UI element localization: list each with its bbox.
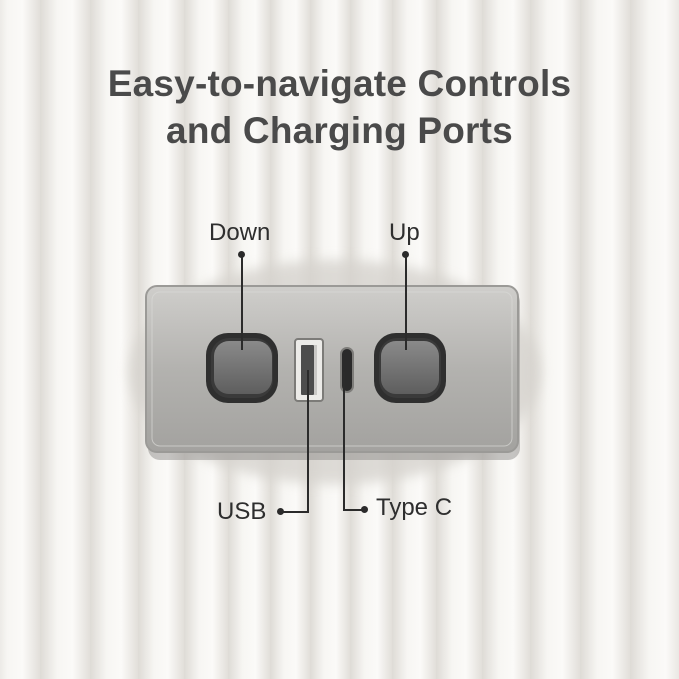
callout-usb-label: USB <box>217 498 267 525</box>
callout-usb-line-h <box>280 511 309 513</box>
callout-up-line <box>405 255 407 350</box>
title-line-1: Easy-to-navigate Controls <box>107 63 572 104</box>
callout-down-label: Down <box>209 219 271 246</box>
callout-up-label: Up <box>389 219 420 246</box>
control-panel <box>145 285 520 460</box>
callout-down-line <box>241 255 243 350</box>
callout-type-c-label: Type C <box>376 494 453 521</box>
callout-type-c-line-h <box>343 509 363 511</box>
callout-up-dot <box>402 251 409 258</box>
page-title: Easy-to-navigate Controls and Charging P… <box>0 60 679 154</box>
callout-type-c-dot <box>361 506 368 513</box>
down-button[interactable] <box>206 333 278 403</box>
usb-port[interactable] <box>294 338 324 402</box>
callout-down-dot <box>238 251 245 258</box>
title-line-2: and Charging Ports <box>166 110 513 151</box>
callout-usb-line-v <box>307 370 309 513</box>
callout-type-c-line-v <box>343 372 345 511</box>
up-button[interactable] <box>374 333 446 403</box>
